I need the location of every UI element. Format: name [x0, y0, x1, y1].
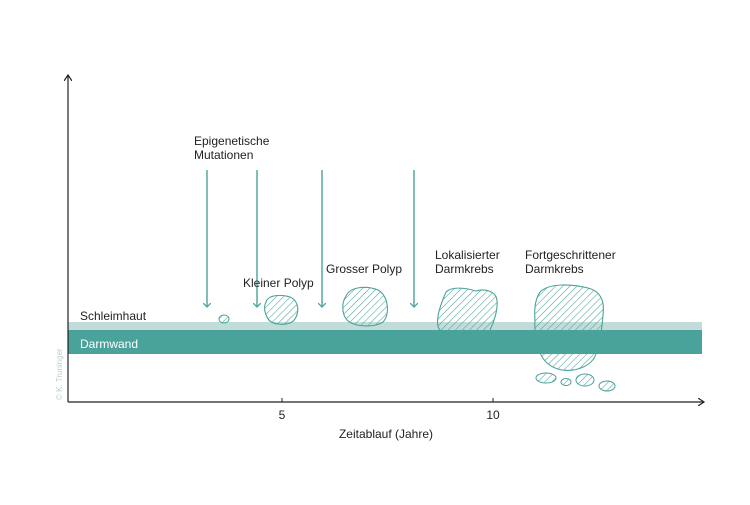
metastasis-4	[598, 380, 616, 392]
bowel-wall-label: Darmwand	[80, 337, 139, 351]
advanced-line-1: Fortgeschrittener	[525, 248, 616, 262]
large-polyp-label: Grosser Polyp	[326, 262, 403, 276]
x-axis-title: Zeitablauf (Jahre)	[338, 427, 434, 441]
localized-line-2: Darmkrebs	[435, 262, 494, 276]
epigenetic-line-2: Mutationen	[194, 148, 254, 162]
bowel-wall-layer	[68, 330, 702, 354]
advanced-line-2: Darmkrebs	[525, 262, 584, 276]
advanced-cancer-label: Fortgeschrittener Darmkrebs	[525, 248, 616, 276]
x-tick-label-10: 10	[486, 408, 500, 422]
metastasis-1	[535, 372, 557, 384]
mucosa-layer	[68, 322, 702, 330]
localized-cancer-shape	[436, 287, 498, 340]
epigenetic-line-1: Epigenetische	[194, 134, 270, 148]
epigenetic-mutations-label: Epigenetische Mutationen	[194, 134, 269, 162]
localized-cancer-label: Lokalisierter Darmkrebs	[435, 248, 500, 276]
localized-line-1: Lokalisierter	[435, 248, 500, 262]
advanced-cancer-shape	[534, 284, 604, 371]
x-tick-label-5: 5	[278, 408, 286, 422]
metastasis-2	[560, 378, 572, 386]
mucosa-label: Schleimhaut	[80, 309, 147, 323]
copyright-credit: © K. Truninger	[55, 348, 64, 400]
metastasis-3	[575, 373, 595, 387]
small-polyp-shape	[264, 294, 299, 325]
small-polyp-label: Kleiner Polyp	[243, 276, 314, 290]
large-polyp-shape	[342, 286, 388, 327]
tiny-lesion	[218, 314, 230, 324]
